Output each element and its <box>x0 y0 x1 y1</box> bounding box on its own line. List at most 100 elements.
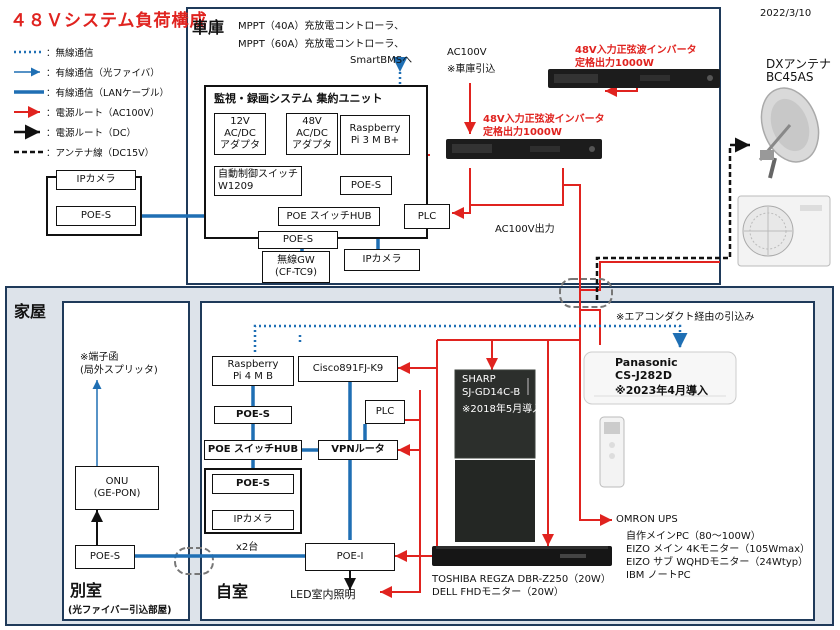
garage-label: 車庫 <box>192 18 225 37</box>
inverter-1-image <box>446 139 602 159</box>
annex-label: 別室 <box>70 581 103 600</box>
plc-myroom <box>365 400 405 424</box>
legend-label-antenna: ：アンテナ線（DC15V） <box>46 148 155 159</box>
poe-hub-garage <box>278 207 380 226</box>
camera-count: x2台 <box>236 542 259 553</box>
adapter-48v <box>286 113 338 155</box>
wire-ac-out-2 <box>580 261 720 291</box>
legend-label-dc: ：電源ルート（DC） <box>46 128 136 139</box>
aircon-label-3: ※2023年4月導入 <box>615 384 708 397</box>
antenna-label-1: DXアンテナ <box>766 57 831 71</box>
fridge-label-1: SHARP <box>462 374 496 385</box>
wireless-gw-text: 無線GW(CF-TC9) <box>274 255 318 278</box>
poes-left <box>56 206 136 226</box>
inverter-1-label-2: 定格出力1000W <box>483 127 562 138</box>
tv-label-2: DELL FHDモニター（20W） <box>432 587 564 598</box>
ac100v-note-2: ※車庫引込 <box>447 64 496 75</box>
poes-garage-inner-text: POE-S <box>350 179 382 191</box>
ups-label-1: OMRON UPS <box>616 514 678 525</box>
recorder-image <box>432 546 612 566</box>
mppt-40a: MPPT（40A）充放電コントローラ、 <box>238 21 405 32</box>
annex-sublabel: (光ファイバー引込部屋) <box>68 605 172 616</box>
led-label: LED室内照明 <box>290 588 356 601</box>
date-label: 2022/3/10 <box>760 8 812 19</box>
smartbms-label: SmartBMSへ <box>350 55 413 66</box>
aircon-label-2: CS-J282D <box>615 369 672 382</box>
poes-camera-text: POE-S <box>235 478 270 489</box>
ipcam-garage-bottom-text: IPカメラ <box>362 254 402 265</box>
poe-hub-garage-text: POE スイッチHUB <box>286 210 372 222</box>
poes-garage-bottom <box>258 231 338 249</box>
vpn-router-text: VPNルータ <box>331 444 385 455</box>
wire-ac-plc <box>452 168 471 219</box>
terminal-label-1: ※端子函 <box>80 352 119 363</box>
poe-hub-myroom <box>204 440 302 460</box>
ups-label-3: EIZO メイン 4Kモニター（105Wmax） <box>626 544 811 555</box>
raspi-4-box <box>212 356 294 386</box>
poes-left-text: POE-S <box>80 210 112 221</box>
outdoor-unit-image <box>737 195 831 267</box>
ups-label-4: EIZO サブ WQHDモニター（24Wtyp） <box>626 557 809 568</box>
wire-wireless-aircon <box>253 324 688 352</box>
legend-label-ac: ：電源ルート（AC100V） <box>46 108 160 119</box>
monitor-unit-title: 監視・録画システム 集約ユニット <box>214 92 383 105</box>
poes-garage-inner <box>340 176 392 195</box>
fridge-image <box>454 369 536 542</box>
aircon-duct-note: ※エアコンダクト経由の引込み <box>616 312 755 323</box>
wire-ac-main <box>563 184 612 526</box>
poe-hub-myroom-text: POE スイッチHUB <box>207 444 299 455</box>
wire-ac-led <box>380 440 421 598</box>
poei-text: POE-I <box>336 551 364 562</box>
onu-box <box>75 466 159 510</box>
ups-label-5: IBM ノートPC <box>626 570 691 581</box>
house-label: 家屋 <box>14 302 47 321</box>
terminal-label-2: (局外スプリッタ) <box>80 365 158 376</box>
wire-ac-aircon <box>580 309 601 345</box>
inverter-2-label-2: 定格出力1000W <box>575 58 654 69</box>
poes-annex <box>75 545 135 569</box>
inverter-2-label-1: 48V入力正弦波インバータ <box>575 45 697 56</box>
legend-label-wireless: ：無線通信 <box>46 48 94 59</box>
duct-ellipse-1 <box>559 278 613 308</box>
fridge-label-3: ※2018年5月導入 <box>462 404 543 415</box>
poes-garage-bottom-text: POE-S <box>282 234 314 245</box>
legend-label-lan: ：有線通信（LANケーブル） <box>46 88 170 99</box>
cisco-router <box>298 356 398 382</box>
wireless-gw <box>262 251 330 283</box>
poes-camera <box>212 474 294 494</box>
ac100v-note-1: AC100V <box>447 47 487 58</box>
fridge-label-2: SJ-GD14C-B <box>462 387 521 398</box>
plc-garage <box>404 204 450 229</box>
legend-label-fiber: ：有線通信（光ファイバ） <box>46 68 160 79</box>
ipcam-garage-bottom <box>344 249 420 271</box>
mppt-60a: MPPT（60A）充放電コントローラ、 <box>238 39 405 50</box>
aircon-label-1: Panasonic <box>615 356 678 369</box>
remote-image <box>599 416 625 488</box>
plc-garage-text: PLC <box>417 210 437 222</box>
myroom-label: 自室 <box>216 582 249 601</box>
poei-box <box>305 543 395 571</box>
ac-out-label: AC100V出力 <box>495 224 555 235</box>
adapter-12v <box>214 113 266 155</box>
onu-text: ONU(GE-PON) <box>93 476 141 499</box>
wire-antenna <box>595 137 750 300</box>
wire-ac-out <box>470 168 564 206</box>
page-title: ４８Ｖシステム負荷構成 <box>10 11 208 31</box>
dx-antenna-image <box>758 87 820 179</box>
poes-myroom-text: POE-S <box>235 409 270 420</box>
ipcam-left-text: IPカメラ <box>76 174 116 185</box>
antenna-label-2: BC45AS <box>766 70 814 84</box>
inverter-2-image <box>548 69 720 88</box>
plc-myroom-text: PLC <box>375 406 395 417</box>
poes-annex-text: POE-S <box>89 551 121 562</box>
inverter-1-label-1: 48V入力正弦波インバータ <box>483 114 605 125</box>
vpn-router <box>318 440 398 460</box>
aircon-indoor-image <box>583 351 737 405</box>
ipcam-myroom-text: IPカメラ <box>233 514 273 525</box>
auto-switch-box <box>214 166 302 196</box>
